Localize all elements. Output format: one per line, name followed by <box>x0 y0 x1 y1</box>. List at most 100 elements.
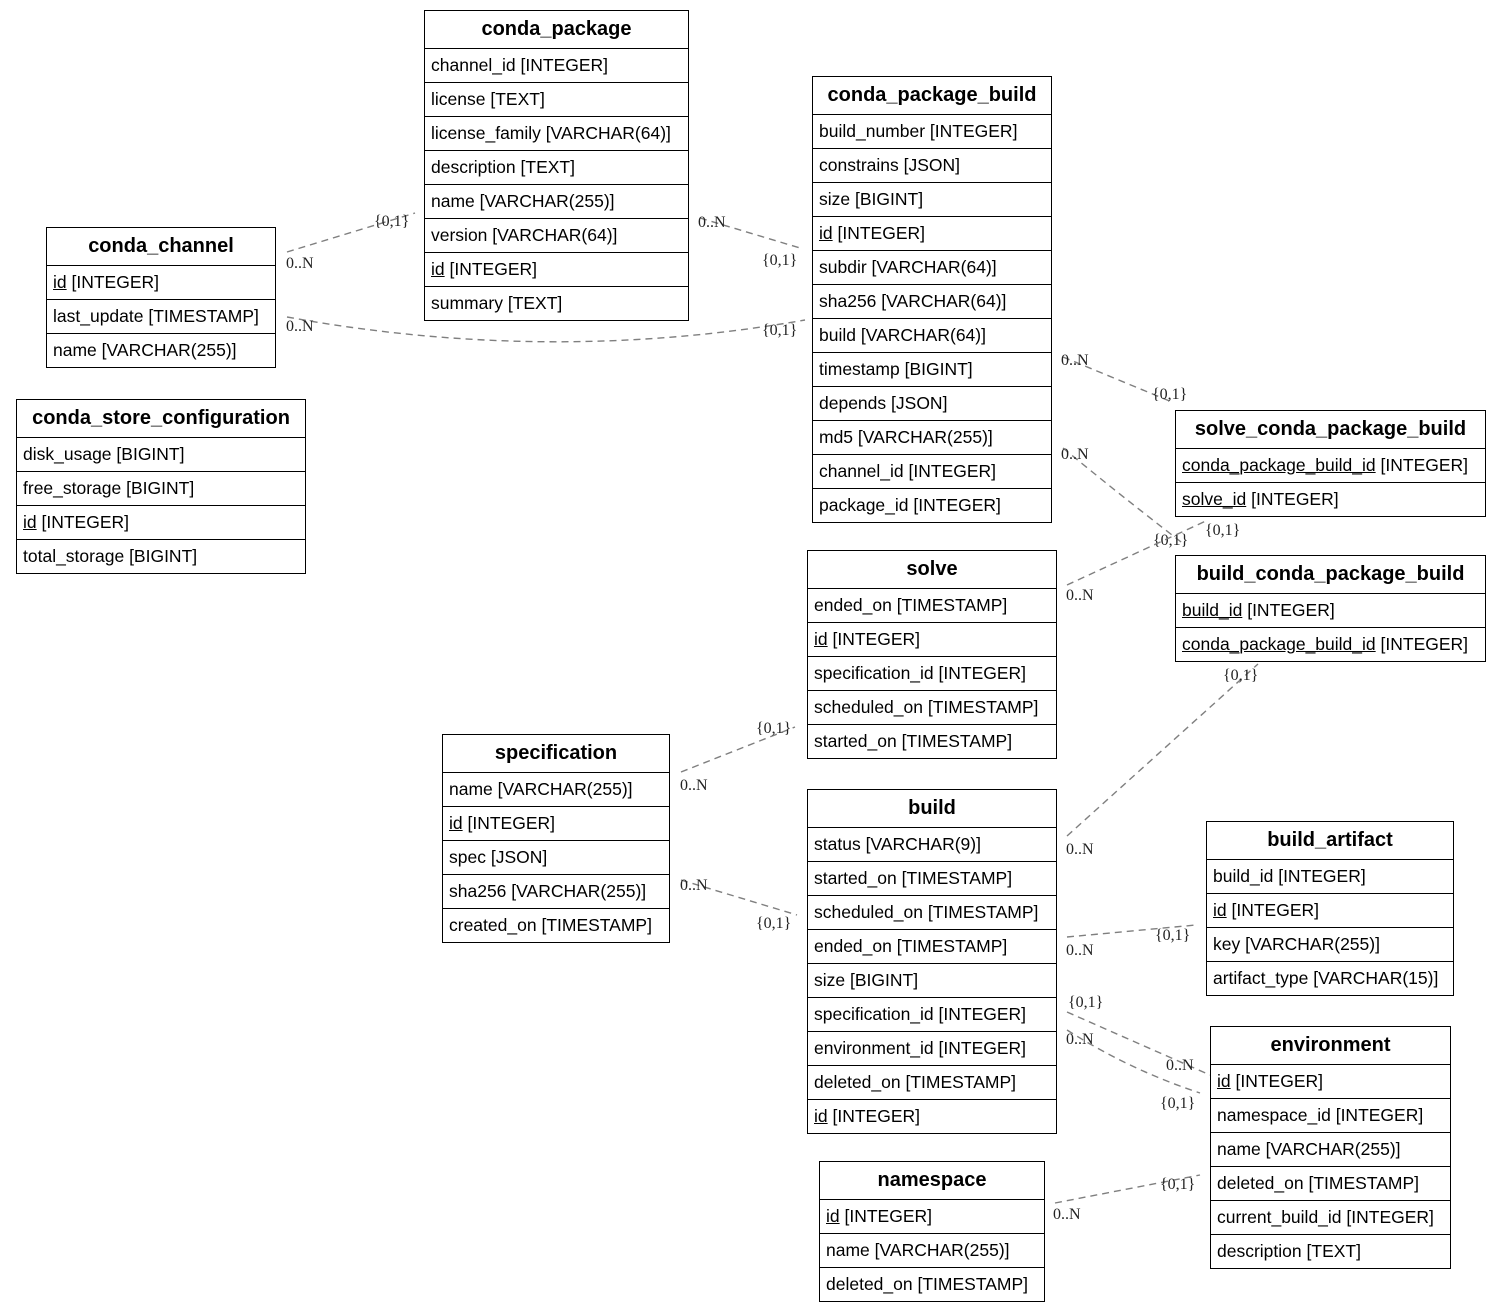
column-type: [INTEGER] <box>41 512 130 532</box>
cardinality-label: 0..N <box>286 255 314 272</box>
column-row: name [VARCHAR(255)] <box>425 185 688 219</box>
relationship-edge <box>1066 924 1197 938</box>
column-type: [TEXT] <box>507 293 563 313</box>
column-row: version [VARCHAR(64)] <box>425 219 688 253</box>
column-type: [INTEGER] <box>1247 600 1335 620</box>
column-type: [INTEGER] <box>1231 900 1320 920</box>
column-name: name <box>1217 1139 1261 1159</box>
relationship-edge <box>286 212 416 253</box>
column-row: package_id [INTEGER] <box>813 489 1051 522</box>
cardinality-label: 0..N <box>698 214 726 231</box>
column-row: total_storage [BIGINT] <box>17 540 305 573</box>
table-title: conda_channel <box>47 228 275 266</box>
column-row: id [INTEGER] <box>1211 1065 1450 1099</box>
column-row: scheduled_on [TIMESTAMP] <box>808 896 1056 930</box>
column-row: sha256 [VARCHAR(255)] <box>443 875 669 909</box>
cardinality-label: {0,1} <box>1155 927 1190 944</box>
column-row: id [INTEGER] <box>1207 894 1453 928</box>
column-name: sha256 <box>449 881 507 901</box>
column-type: [INTEGER] <box>71 272 160 292</box>
column-type: [TEXT] <box>490 89 545 109</box>
cardinality-label: {0,1} <box>1068 994 1103 1011</box>
relationship-edge <box>699 217 801 249</box>
table-title: conda_store_configuration <box>17 400 305 438</box>
table-title: conda_package_build <box>813 77 1051 115</box>
column-name: size <box>814 970 846 990</box>
cardinality-label: {0,1} <box>756 915 791 932</box>
column-row: id [INTEGER] <box>17 506 305 540</box>
column-type: [TIMESTAMP] <box>917 1274 1029 1294</box>
column-type: [TIMESTAMP] <box>1308 1173 1420 1193</box>
column-type: [VARCHAR(255)] <box>1265 1139 1401 1159</box>
column-type: [BIGINT] <box>855 189 924 209</box>
column-row: current_build_id [INTEGER] <box>1211 1201 1450 1235</box>
column-name: constrains <box>819 155 899 175</box>
primary-key-name: id <box>23 512 37 532</box>
column-name: subdir <box>819 257 867 277</box>
cardinality-label: {0,1} <box>762 322 797 339</box>
relationship-edge <box>1062 447 1186 546</box>
table-conda-package-build: conda_package_build build_number [INTEGER… <box>812 76 1052 523</box>
column-name: timestamp <box>819 359 900 379</box>
cardinality-label: 0..N <box>1066 587 1094 604</box>
cardinality-label: 0..N <box>1166 1057 1194 1074</box>
column-type: [VARCHAR(255)] <box>874 1240 1010 1260</box>
column-name: build_number <box>819 121 926 141</box>
column-row: name [VARCHAR(255)] <box>47 334 275 367</box>
column-type: [INTEGER] <box>938 663 1027 683</box>
primary-key-name: id <box>53 272 67 292</box>
column-row: description [TEXT] <box>1211 1235 1450 1268</box>
relationship-edge <box>1066 1011 1211 1076</box>
column-name: size <box>819 189 851 209</box>
column-name: sha256 <box>819 291 877 311</box>
primary-key-name: id <box>449 813 463 833</box>
column-row: conda_package_build_id [INTEGER] <box>1176 449 1485 483</box>
primary-key-name: id <box>1213 900 1227 920</box>
column-type: [BIGINT] <box>904 359 973 379</box>
column-row: id [INTEGER] <box>808 623 1056 657</box>
column-name: last_update <box>53 306 144 326</box>
column-row: id [INTEGER] <box>443 807 669 841</box>
cardinality-label: 0..N <box>1061 446 1089 463</box>
cardinality-label: 0..N <box>1066 841 1094 858</box>
column-name: total_storage <box>23 546 125 566</box>
column-type: [VARCHAR(64)] <box>545 123 671 143</box>
column-name: namespace_id <box>1217 1105 1331 1125</box>
column-type: [VARCHAR(255)] <box>479 191 615 211</box>
column-row: deleted_on [TIMESTAMP] <box>820 1268 1044 1301</box>
column-type: [INTEGER] <box>1346 1207 1434 1227</box>
column-name: depends <box>819 393 887 413</box>
column-name: spec <box>449 847 486 867</box>
column-row: started_on [TIMESTAMP] <box>808 862 1056 896</box>
column-name: deleted_on <box>826 1274 913 1294</box>
cardinality-label: {0,1} <box>1205 522 1240 539</box>
column-type: [VARCHAR(255)] <box>511 881 647 901</box>
column-type: [VARCHAR(64)] <box>492 225 618 245</box>
column-row: id [INTEGER] <box>47 266 275 300</box>
column-name: description <box>431 157 516 177</box>
primary-key-name: conda_package_build_id <box>1182 634 1376 654</box>
relationship-edge <box>680 726 796 773</box>
column-row: license_family [VARCHAR(64)] <box>425 117 688 151</box>
column-type: [TIMESTAMP] <box>148 306 259 326</box>
column-type: [INTEGER] <box>832 629 921 649</box>
column-name: name <box>826 1240 870 1260</box>
column-row: build_id [INTEGER] <box>1207 860 1453 894</box>
column-name: channel_id <box>819 461 904 481</box>
column-type: [VARCHAR(9)] <box>865 834 981 854</box>
column-type: [INTEGER] <box>908 461 997 481</box>
column-name: channel_id <box>431 55 516 75</box>
column-row: summary [TEXT] <box>425 287 688 320</box>
column-name: free_storage <box>23 478 122 498</box>
column-name: key <box>1213 934 1241 954</box>
column-row: size [BIGINT] <box>813 183 1051 217</box>
column-row: last_update [TIMESTAMP] <box>47 300 275 334</box>
column-name: name <box>449 779 493 799</box>
column-name: build <box>819 325 856 345</box>
cardinality-label: 0..N <box>1066 942 1094 959</box>
